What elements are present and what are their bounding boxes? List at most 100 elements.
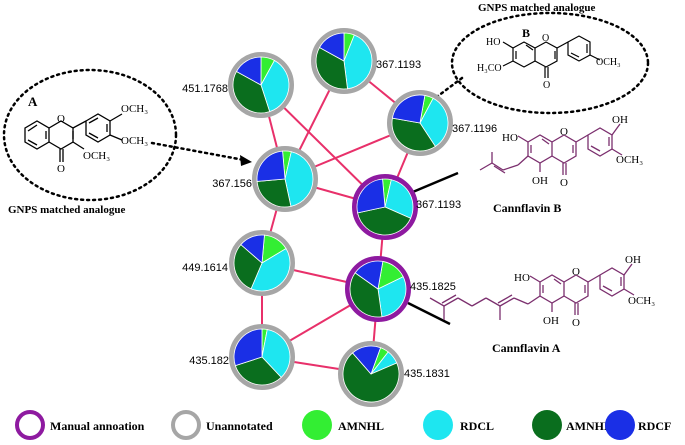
node-label-n8: 435.182: [189, 355, 229, 367]
compound-a-panel: A O O OCH₃ OC: [2, 68, 178, 202]
legend-item-unannotated: Unannotated: [171, 410, 273, 440]
node-label-n5: 367.1193: [416, 199, 461, 211]
legend-item-rdcf: RDCF: [605, 410, 671, 440]
compound-a-letter: A: [28, 94, 38, 109]
legend-item-amnhf: AMNHF: [532, 410, 611, 440]
compound-b-panel: B O O HO H₃CO OCH₃: [450, 11, 650, 115]
legend-swatch: [171, 410, 201, 440]
compound-a-och3-3prime: OCH₃: [121, 135, 148, 147]
compound-a-och3-3: OCH₃: [83, 150, 110, 162]
legend-swatch: [605, 410, 635, 440]
legend-label: AMNHL: [338, 419, 384, 433]
legend-swatch: [532, 410, 562, 440]
pie-slice-amnhf: [232, 70, 271, 114]
pie-slice-rdcl: [261, 329, 291, 378]
cannflavin-a-ring-oxygen: O: [572, 266, 580, 278]
pie-slice-amnhf: [233, 244, 263, 290]
pie-slice-rdcf: [354, 260, 384, 290]
pie-slice-rdcl: [260, 59, 290, 113]
legend-swatch: [423, 410, 453, 440]
structure-connectors: [407, 171, 459, 326]
pie-slice-rdcl: [377, 276, 407, 318]
pie-slice-rdcl: [384, 179, 414, 219]
network-node-n6[interactable]: 449.1614: [182, 230, 295, 296]
node-label-n9: 435.1831: [404, 368, 450, 380]
compound-a-ellipse: [2, 68, 178, 202]
network-nodes: 451.1768 367.1193 367.1196 367.156 367.1193 4…: [182, 28, 498, 407]
cannflavin-b-ho-top: HO: [502, 132, 518, 144]
compound-a-carbonyl-oxygen: O: [57, 163, 65, 175]
legend-swatch: [302, 410, 332, 440]
legend-swatch: [15, 410, 45, 440]
cannflavin-a-oh-top: OH: [625, 254, 641, 266]
pie-slice-rdcf: [356, 178, 386, 214]
cannflavin-b-och3: OCH₃: [616, 154, 643, 166]
network-node-n8[interactable]: 435.182: [189, 324, 295, 390]
pie-slice-amnhf: [342, 352, 400, 403]
pie-slice-rdcf: [240, 234, 265, 264]
network-node-n2[interactable]: 367.1193: [311, 28, 422, 94]
compound-a-och3-4prime: OCH₃: [121, 103, 148, 115]
node-label-n4: 367.156: [212, 178, 252, 190]
compound-a-arrow: [150, 141, 252, 166]
network-node-n1[interactable]: 451.1768: [182, 52, 294, 118]
cannflavin-b-oh-top: OH: [612, 114, 628, 126]
pie-slice-rdcf: [235, 56, 262, 86]
pie-slice-rdcl: [284, 151, 314, 207]
compound-b-ellipse: [450, 11, 650, 115]
network-node-n3[interactable]: 367.1196: [387, 90, 498, 156]
pie-slice-amnhf: [357, 206, 412, 236]
compound-b-letter: B: [522, 26, 530, 40]
pie-slice-rdcl: [419, 97, 449, 147]
legend-label: AMNHF: [566, 419, 611, 433]
network-node-n5[interactable]: 367.1193: [352, 174, 462, 240]
compound-b-ho: HO: [486, 37, 500, 48]
cannflavin-a-och3: OCH₃: [628, 295, 655, 307]
node-label-n6: 449.1614: [182, 262, 228, 274]
pie-slice-rdcl: [343, 34, 373, 90]
cannflavin-b-ring-oxygen: O: [560, 126, 568, 138]
legend-label: Manual annoation: [50, 419, 145, 433]
top-gnps-caption: GNPS matched analogue: [478, 2, 595, 14]
compound-a-structure: [24, 113, 123, 162]
cannflavin-b-oh-bottom: OH: [532, 175, 548, 187]
legend-item-amnhl: AMNHL: [302, 410, 384, 440]
network-node-n7[interactable]: 435.1825: [345, 256, 456, 322]
connector-cannflavin-b: [407, 171, 459, 196]
legend-item-manual-annoation: Manual annoation: [15, 410, 145, 440]
compound-b-carbonyl-oxygen: O: [543, 80, 550, 91]
compound-b-h3co: H₃CO: [477, 63, 502, 74]
left-gnps-caption: GNPS matched analogue: [8, 204, 125, 216]
node-label-n2: 367.1193: [376, 59, 421, 71]
cannflavin-b-structure: HO O OH OCH₃ OH O Cannflavin B: [479, 114, 643, 215]
pie-slice-rdcf: [233, 328, 263, 367]
legend-label: RDCF: [638, 419, 671, 433]
node-label-n1: 451.1768: [182, 83, 228, 95]
network-node-n4[interactable]: 367.156: [212, 146, 318, 212]
compound-a-ring-oxygen: O: [57, 113, 65, 125]
node-label-n7: 435.1825: [410, 281, 456, 293]
pie-slice-amnhf: [256, 178, 292, 208]
network-node-n9[interactable]: 435.1831: [338, 341, 450, 407]
pie-slice-amnhf: [391, 117, 436, 152]
connector-cannflavin-a: [407, 301, 451, 326]
compound-b-och3: OCH₃: [596, 57, 621, 68]
pie-slice-rdcf: [256, 150, 286, 182]
compound-b-ring-oxygen: O: [542, 33, 549, 44]
pie-slice-rdcl: [250, 248, 291, 292]
pie-slice-rdcf: [351, 345, 382, 375]
pie-slice-rdcf: [391, 94, 426, 124]
cannflavin-a-structure: HO O OH OCH₃ OH O Cannflavin A: [429, 254, 655, 355]
legend-item-rdcl: RDCL: [423, 410, 494, 440]
cannflavin-a-oh-bottom: OH: [543, 315, 559, 327]
cannflavin-a-carbonyl-oxygen: O: [572, 317, 580, 329]
compound-b-structure: [502, 35, 601, 78]
pie-slice-amnhf: [234, 356, 282, 386]
pie-slice-amnhf: [349, 272, 383, 318]
cannflavin-b-label: Cannflavin B: [493, 201, 561, 215]
pie-slice-rdcf: [318, 32, 345, 62]
cannflavin-a-ho-top: HO: [514, 272, 530, 284]
pie-slice-amnhf: [315, 46, 348, 90]
cannflavin-b-carbonyl-oxygen: O: [560, 177, 568, 189]
